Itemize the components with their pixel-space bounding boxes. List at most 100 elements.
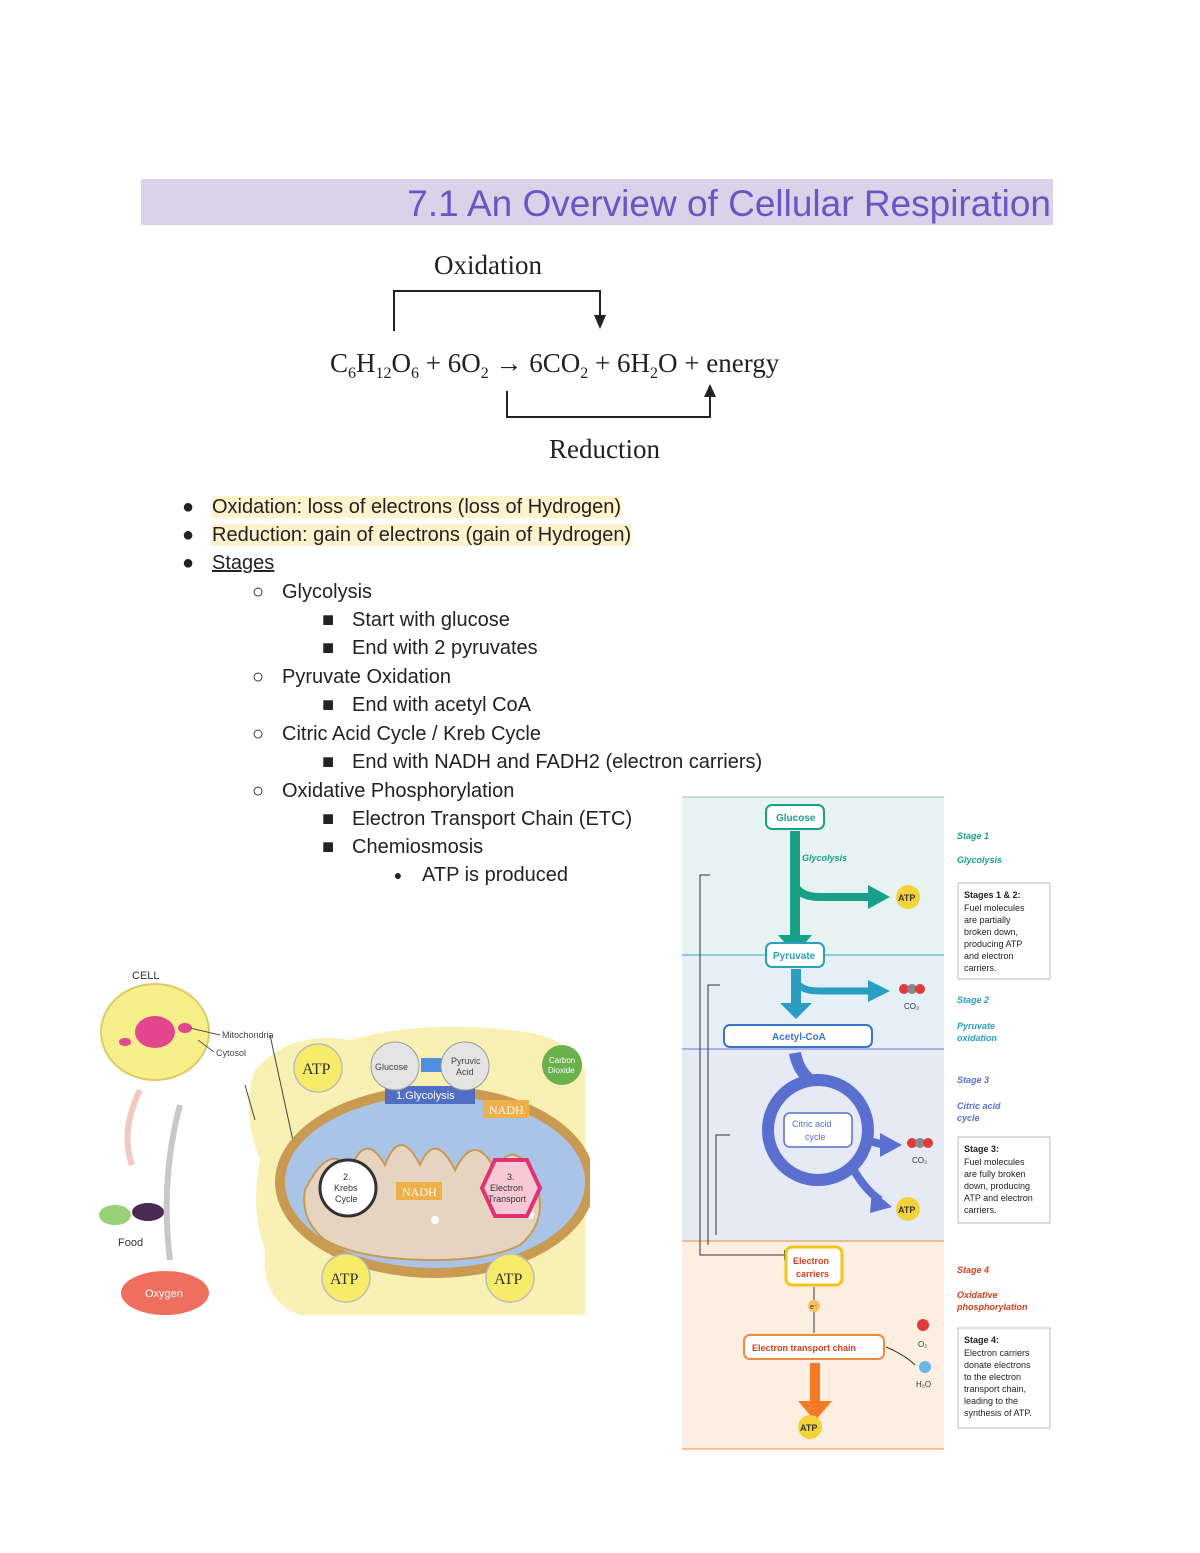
list-item: ○Citric Acid Cycle / Kreb Cycle [252,721,541,747]
stage12-line: broken down, [964,927,1018,937]
stage12-title: Stages 1 & 2: [964,890,1021,900]
co2-label: CO₂ [904,1002,919,1011]
nadh-label: NADH [402,1185,437,1199]
list-item: ■End with NADH and FADH2 (electron carri… [322,749,762,775]
equation-brackets: Oxidation C6H12O6 + 6O2 → 6CO2 + 6H2O + … [330,250,780,464]
list-item: ■End with acetyl CoA [322,692,531,718]
citric-acid-cycle-box [783,1112,853,1148]
stage3-line: down, producing [964,1181,1030,1191]
bullet-disc-icon: ● [181,496,195,518]
stage3-line: are fully broken [964,1169,1026,1179]
oxidation-label: Oxidation [434,250,542,280]
eq-term: + 6H [588,348,650,378]
bullet-circle-icon: ○ [251,780,265,802]
stage3-title: Stage 3: [964,1144,999,1154]
atp-label: ATP [330,1271,359,1288]
o2-to-h2o-arrow [885,1346,916,1366]
stage4-label: Stage 4 [957,1265,989,1275]
nadh-badge [483,1100,529,1118]
feed-line [707,984,720,1245]
stage2-label: Stage 2 [957,995,989,1005]
bullet-disc-icon: ● [181,552,195,574]
citric-label: Citric acid [792,1119,832,1129]
arrowhead [868,980,890,1002]
pyruvate-box [765,942,825,968]
atp-label: ATP [898,1205,915,1215]
krebs-cycle-circle [318,1158,378,1218]
co2-branch [792,979,870,995]
stage12-line: are partially [964,915,1011,925]
stage3-description-box [957,1136,1051,1224]
atp-branch [791,883,870,901]
food-arrow [124,1088,143,1166]
atp-icon [485,1253,535,1303]
glucose-box [765,804,825,830]
glucose-label: Glucose [375,1062,408,1072]
arrowhead [880,1133,902,1157]
oxygen-arrow [163,1104,183,1261]
reduction-bracket [506,391,711,418]
nadh-label: NADH [489,1103,524,1117]
stage3-name: cycle [957,1113,980,1123]
eq-sub: 2 [650,365,658,382]
o2-label: O₂ [918,1340,927,1349]
eq-term: H [356,348,376,378]
acetyl-coa-box [723,1024,873,1048]
mitochondria-label: Mitochondria [222,1030,274,1040]
feed-line [715,1134,730,1235]
glycolysis-arrow [421,1058,447,1072]
stages-flowchart: Glucose Glycolysis ATP Pyruvate CO₂ Acet… [682,796,1051,1450]
electron-icon [808,1300,820,1312]
pyruvate-label: Pyruvate [773,951,816,962]
stage2-name: oxidation [957,1033,998,1043]
bullet-square-icon: ■ [321,808,335,830]
stage3-name: Citric acid [957,1101,1001,1111]
krebs-label: Krebs [334,1183,358,1193]
stage4-line: leading to the [964,1396,1018,1406]
acetyl-input-arrow [789,1051,815,1085]
list-item: ○Glycolysis [252,579,372,605]
stage12-line: carriers. [964,963,997,973]
stage12-line: Fuel molecules [964,903,1025,913]
equation-text: C6H12O6 + 6O2 → 6CO2 + 6H2O + energy [330,348,780,382]
oxygen-label: Oxygen [145,1288,183,1300]
list-item: ●Oxidation: loss of electrons (loss of H… [182,494,622,520]
reduction-label: Reduction [549,434,660,464]
list-item: ●Stages [182,550,274,576]
list-item: ●Reduction: gain of electrons (gain of H… [182,522,632,548]
carbon-label: Carbon [549,1056,575,1065]
co2-molecule-icon [899,984,909,994]
pyruvate-arrow [791,969,801,1007]
carbon-dioxide-circle [542,1045,582,1085]
list-item: ■Chemiosmosis [322,834,483,860]
carriers-label: carriers [796,1269,829,1279]
electron-symbol: e⁻ [810,1304,818,1311]
bullet-square-icon: ■ [321,609,335,631]
bullet-circle-icon: ○ [251,723,265,745]
nadh-badge [396,1182,442,1200]
co2-molecule-icon [907,984,917,994]
atp-icon [321,1253,371,1303]
acetyl-coa-label: Acetyl-CoA [772,1032,826,1043]
pointer-line [269,1034,296,1151]
atp-label: ATP [302,1061,331,1078]
stage4-line: transport chain, [964,1384,1026,1394]
cytosol-label: Cytosol [216,1048,246,1058]
eq-sub: 2 [580,365,588,382]
bullet-square-icon: ■ [321,751,335,773]
eq-sub: 6 [411,365,419,382]
cell-respiration-figure: CELL Mitochondria Cytosol Food Oxygen AT… [99,970,590,1315]
eq-term: C [330,348,348,378]
bullet-circle-icon: ○ [251,581,265,603]
stage3-label: Stage 3 [957,1075,989,1085]
stage3-line: Fuel molecules [964,1157,1025,1167]
list-item: ■Electron Transport Chain (ETC) [322,806,632,832]
cell-label: CELL [132,970,160,982]
electron-transport-hexagon [479,1158,543,1218]
eq-term: → 6CO [489,348,581,378]
feed-line [699,874,790,1256]
glucose-label: Glucose [776,813,816,824]
atp-icon [293,1043,343,1093]
glycolysis-label: Glycolysis [802,853,847,863]
stage3-line: carriers. [964,1205,997,1215]
